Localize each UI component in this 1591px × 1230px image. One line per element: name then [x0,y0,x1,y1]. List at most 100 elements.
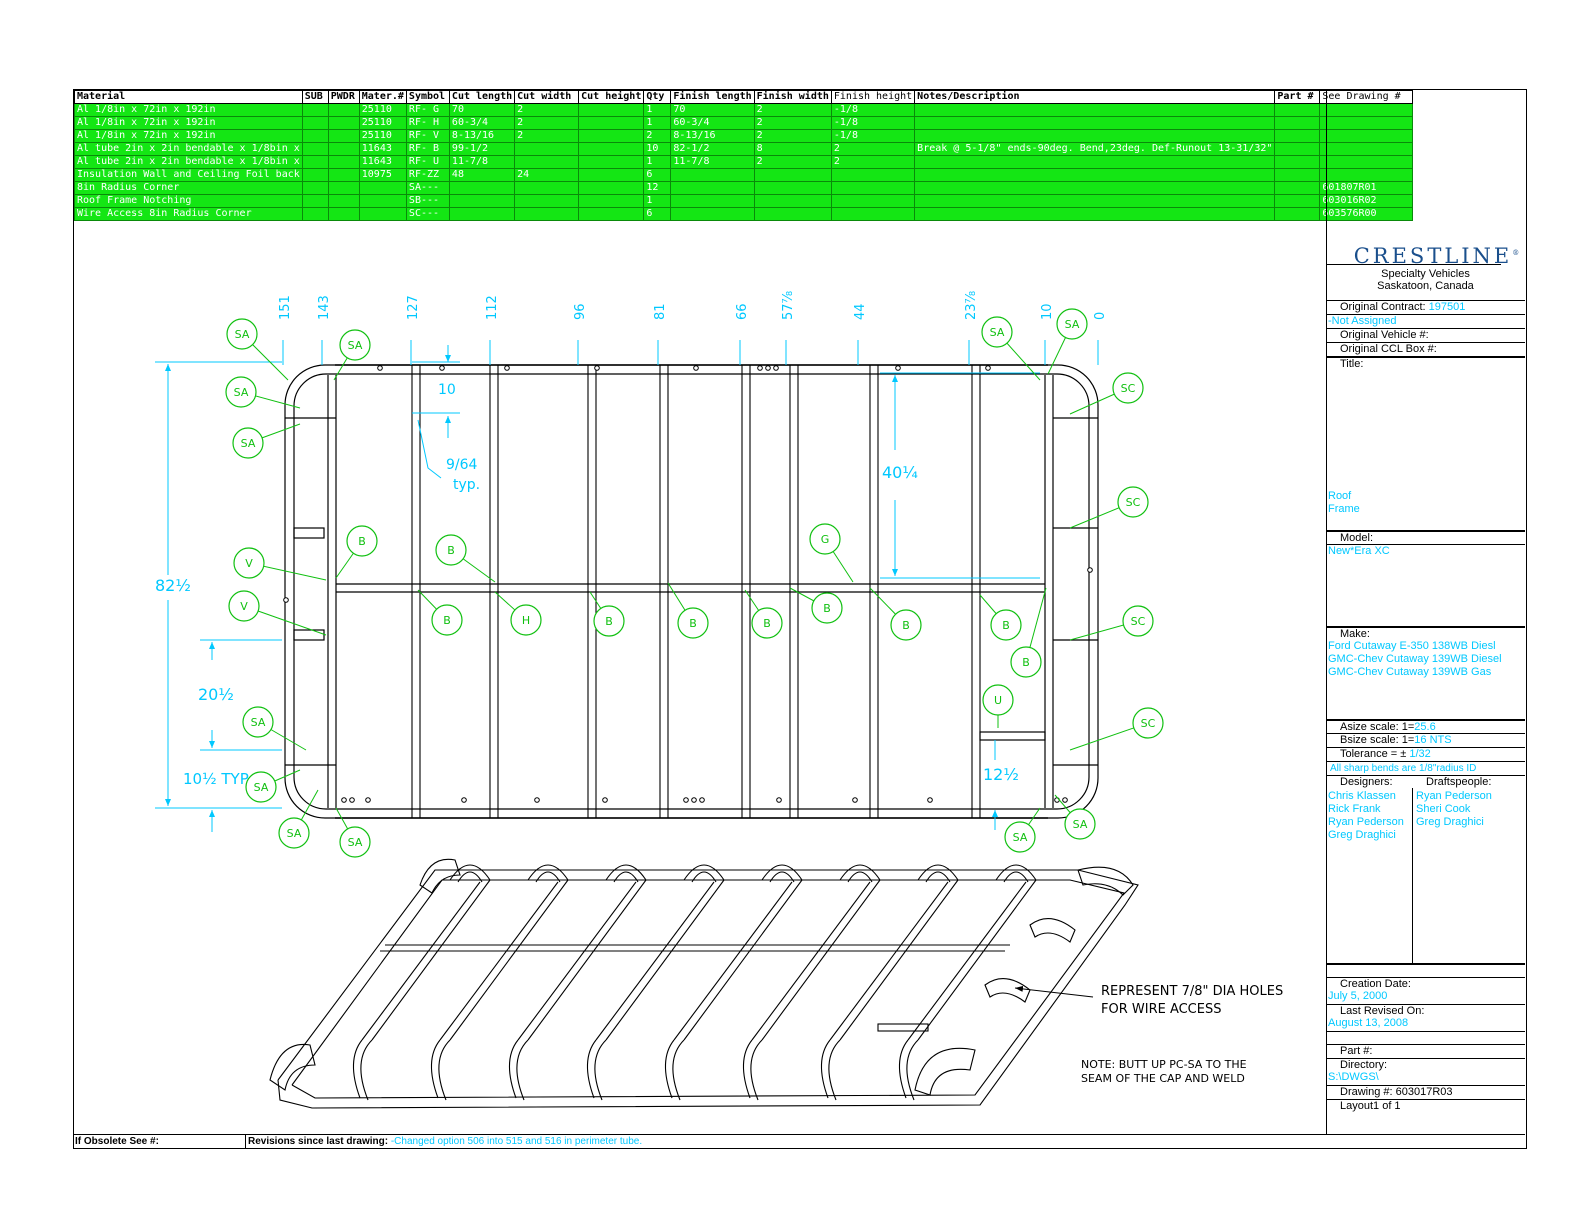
hole-23 [1054,797,1060,803]
balloon-circle-b [890,609,922,641]
iso-bow-top-8 [995,864,1037,881]
balloon-circle-sa [339,826,371,858]
bom-cell [914,129,1276,143]
bom-cell: 2 [753,116,832,130]
bom-cell: 2 [514,116,580,130]
bom-cell: 48 [448,168,516,182]
bom-cell: Insulation Wall and Ceiling Foil back [74,168,303,182]
balloon-label-b: B [447,544,455,557]
balloon-label-sa: SA [241,437,256,450]
dim-20-label: 20½ [198,685,234,704]
bom-cell: 2 [830,155,916,169]
bom-cell: 2 [643,129,672,143]
dim-12-label: 12½ [983,765,1019,784]
bom-cell: Al 1/8in x 72in x 192in [74,103,303,117]
balloon-circle-sa [981,316,1013,348]
isometric-view [269,858,1139,1109]
v-pad-2 [293,629,325,641]
bom-cell [1274,194,1321,208]
iso-bow-bend-b-8 [898,1039,909,1099]
title-block-divider [1326,89,1327,1134]
dim-top-11: 10 [1040,303,1055,320]
hole-12 [349,797,355,803]
bom-cell: 10 [643,142,672,156]
bom-cell [914,155,1276,169]
tolerance-label: Tolerance = ± [1340,748,1407,760]
iso-bow-top-inner-8 [1003,871,1029,883]
bom-header-material: Material [74,90,303,104]
iso-bow-b-7 [829,881,949,1041]
bom-cell [914,207,1276,221]
balloon-circle-b [346,525,378,557]
bom-cell: Al 1/8in x 72in x 192in [74,116,303,130]
iso-bow-b-4 [595,881,715,1041]
hole-26 [1087,567,1093,573]
designers-label: Designers: [1340,776,1393,788]
bom-header-mater: Mater.# [358,90,407,104]
bom-cell: 12 [643,181,672,195]
balloon-label-b: B [1022,656,1030,669]
dim-top-5: 96 [573,303,588,320]
title-value-2: Frame [1328,503,1360,515]
bom-cell: 2 [753,155,832,169]
bom-header-qty: Qty [643,90,672,104]
iso-bow-bend-b-4 [586,1039,597,1099]
hole-16 [602,797,608,803]
balloon-label-sa: SA [348,339,363,352]
part-number-label: Part #: [1340,1045,1373,1057]
iso-bow-top-3 [605,864,647,881]
holes [283,365,1093,803]
balloon-circle-sa [1064,808,1096,840]
dim-82-label: 82½ [155,576,191,595]
revision-footer: If Obsolete See #: Revisions since last … [73,1134,1525,1148]
dimension-lines [155,340,1099,832]
balloon-circle-b [751,607,783,639]
bom-cell [578,181,645,195]
bom-cell: 60-3/4 [448,116,516,130]
u-bar [979,731,1046,741]
iso-bow-b-2 [439,881,559,1041]
balloon-circle-sa [232,427,264,459]
bom-cell [914,116,1276,130]
balloon-label-sa: SA [1065,318,1080,331]
iso-corner-cap-1 [269,1043,316,1091]
balloon-label-v: V [245,557,253,570]
balloon-circle-b [990,609,1022,641]
bom-cell [514,194,580,208]
iso-bow-4 [605,879,725,1041]
iso-bow-top-7 [917,864,959,881]
last-revised-label: Last Revised On: [1340,1005,1425,1017]
dim-top-4: 112 [485,295,500,320]
hole-13 [365,797,371,803]
iso-bow-top-inner-7 [925,871,951,883]
hole-25 [283,597,289,603]
bom-cell: 8-13/16 [670,129,755,143]
bsize-label: Bsize scale: 1= [1340,734,1415,746]
balloon-circle-sa [1056,308,1088,340]
dim-top-8: 57⅞ [781,290,796,320]
model-value: New*Era XC [1328,545,1390,557]
balloon-label-b: B [443,614,451,627]
bom-header-see-drawing: See Drawing # [1319,90,1414,104]
iso-bow-bend-b-3 [508,1039,519,1099]
bom-cell [578,207,645,221]
original-ccl-label: Original CCL Box #: [1340,343,1437,355]
hole-21 [852,797,858,803]
bom-cell [1319,168,1414,182]
hole-6 [757,365,763,371]
bom-cell: 11643 [358,155,407,169]
iso-bow-top-inner-6 [847,871,873,883]
dim-top-3: 127 [406,295,421,320]
bom-cell: Break @ 5-1/8" ends-90deg. Bend,23deg. D… [914,142,1276,156]
bom-cell: RF- U [405,155,450,169]
hole-14 [461,797,467,803]
iso-bow-2 [449,879,569,1041]
balloon-circle-sc [1117,486,1149,518]
bom-header-finish-length: Finish length [670,90,755,104]
bom-cell [448,207,516,221]
original-contract-value: 197501 [1428,301,1466,313]
balloon-circle-h [510,604,542,636]
